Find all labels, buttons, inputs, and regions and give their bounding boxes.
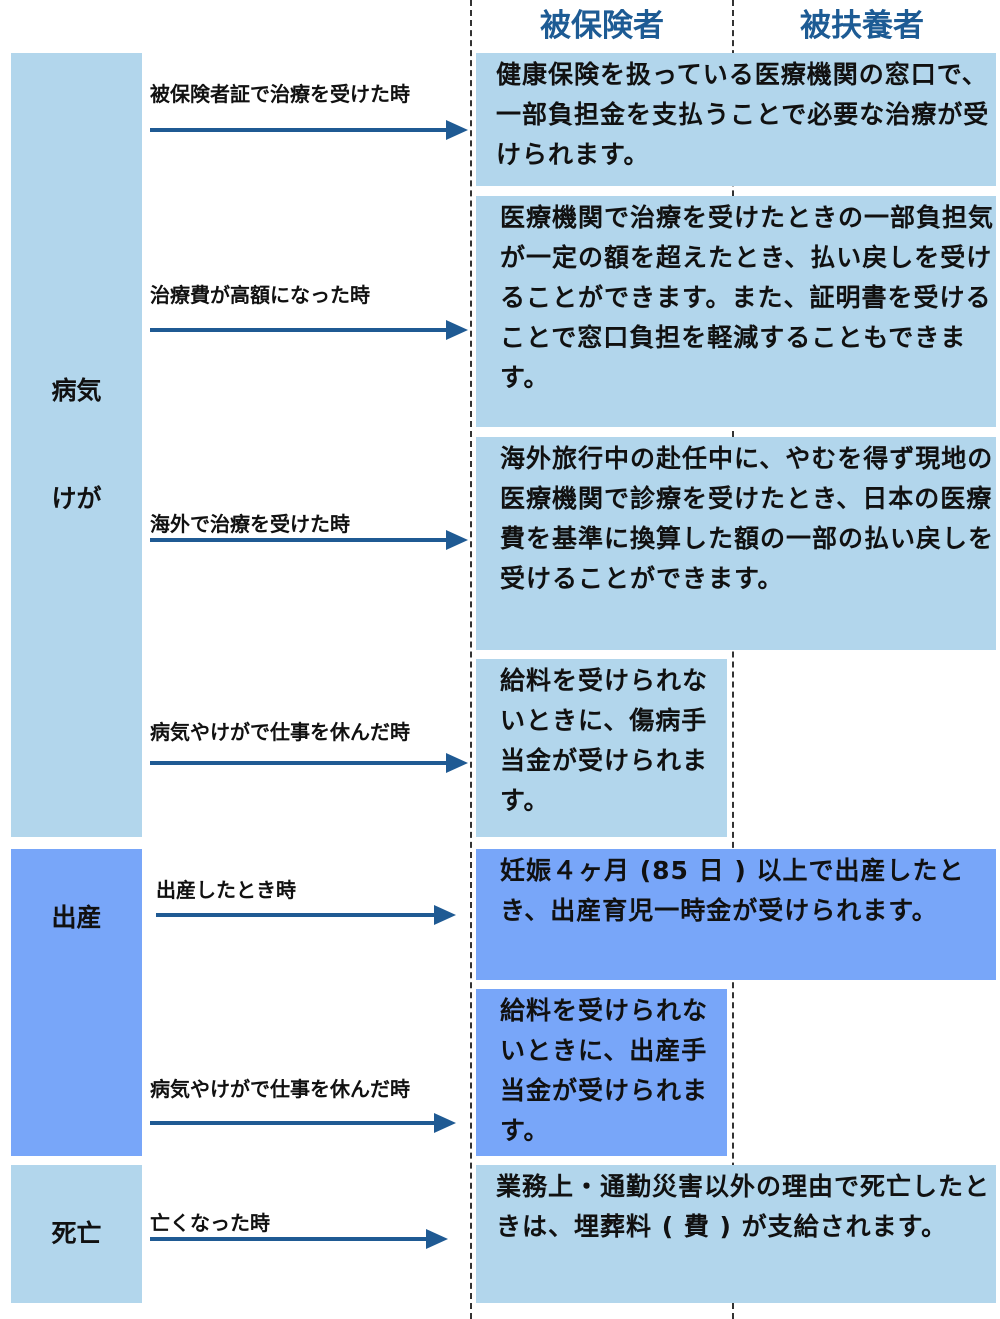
case-label: 被保険者証で治療を受けた時 bbox=[150, 82, 410, 106]
benefit-box-insured: 給料を受けられないときに、傷病手当金が受けられます。 bbox=[476, 659, 727, 837]
case-label: 海外で治療を受けた時 bbox=[150, 512, 350, 536]
category-death: 死亡 bbox=[11, 1165, 142, 1303]
header-dependent: 被扶養者 bbox=[800, 8, 924, 44]
category-injury-label: けが bbox=[51, 484, 102, 513]
case-arrow bbox=[150, 1113, 456, 1133]
benefit-box-insured-and-dependent: 健康保険を扱っている医療機関の窓口で、一部負担金を支払うことで必要な治療が受けら… bbox=[476, 53, 996, 186]
case-arrow bbox=[150, 120, 468, 140]
case-label: 治療費が高額になった時 bbox=[150, 283, 370, 307]
divider-left bbox=[470, 0, 472, 1319]
case-label: 病気やけがで仕事を休んだ時 bbox=[150, 1077, 410, 1101]
case-label: 亡くなった時 bbox=[150, 1211, 270, 1235]
benefit-box-insured-and-dependent: 業務上・通勤災害以外の理由で死亡したときは、埋葬料 ( 費 ) が支給されます。 bbox=[476, 1165, 996, 1303]
benefit-box-insured-and-dependent: 海外旅行中の赴任中に、やむを得ず現地の医療機関で診療を受けたとき、日本の医療費を… bbox=[476, 437, 996, 650]
category-illness-injury: 病気 けが bbox=[11, 53, 142, 837]
case-arrow bbox=[150, 753, 468, 773]
benefit-box-insured-and-dependent: 医療機関で治療を受けたときの一部負担気が一定の額を超えたとき、払い戻しを受けるこ… bbox=[476, 196, 996, 427]
case-arrow bbox=[150, 320, 468, 340]
case-label: 病気やけがで仕事を休んだ時 bbox=[150, 720, 410, 744]
case-arrow bbox=[150, 1229, 448, 1249]
case-arrow bbox=[156, 905, 456, 925]
case-arrow bbox=[150, 530, 468, 550]
benefit-box-insured-and-dependent: 妊娠４ヶ月 (85 日 ) 以上で出産したとき、出産育児一時金が受けられます。 bbox=[476, 849, 996, 980]
category-childbirth: 出産 bbox=[11, 849, 142, 1156]
header-insured: 被保険者 bbox=[540, 8, 664, 44]
case-label: 出産したとき時 bbox=[156, 878, 296, 902]
benefit-box-insured: 給料を受けられないときに、出産手当金が受けられます。 bbox=[476, 989, 727, 1156]
category-death-label: 死亡 bbox=[51, 1219, 102, 1248]
category-childbirth-label: 出産 bbox=[51, 902, 102, 932]
category-illness-label: 病気 bbox=[51, 376, 102, 405]
divider-right bbox=[732, 0, 734, 1319]
